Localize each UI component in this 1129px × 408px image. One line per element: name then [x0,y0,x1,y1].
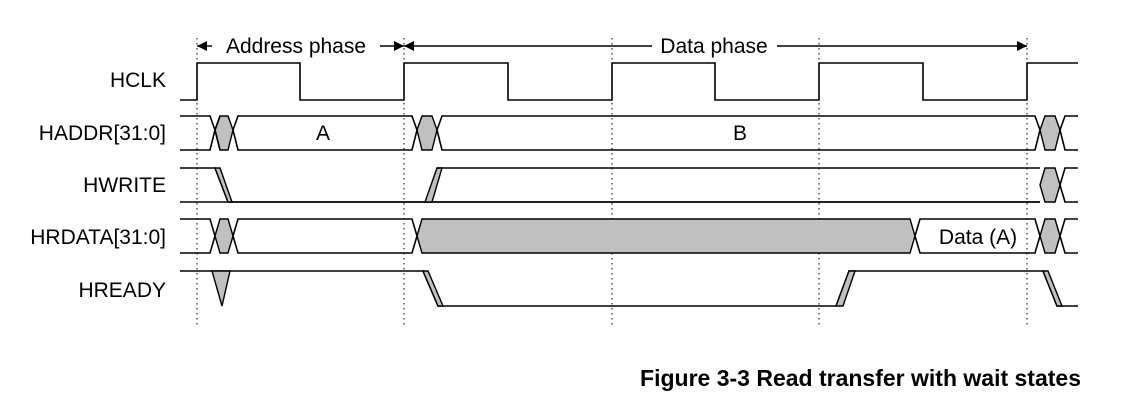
hrdata-wait-region [416,218,916,254]
hwrite-waveform [180,167,1078,203]
signal-label-haddr: HADDR[31:0] [39,122,166,145]
signal-label-hready: HREADY [78,279,166,302]
data-phase-label-backing [657,35,771,58]
hrdata-waveform [180,218,1078,254]
signal-label-hwrite: HWRITE [83,174,166,197]
haddr-waveform [180,115,1078,151]
address-phase-label-backing [222,35,370,58]
address-phase-arrow [197,41,404,51]
signal-label-hrdata: HRDATA[31:0] [30,226,166,249]
data-phase-arrow [404,41,1027,51]
hready-waveform [180,270,1078,307]
signal-label-hclk: HCLK [110,69,166,92]
address-phase-label: Address phase [226,35,366,58]
hclk-waveform [180,62,1078,101]
figure-caption: Figure 3-3 Read transfer with wait state… [640,365,1081,391]
hrdata-value-data-a: Data (A) [939,226,1017,249]
haddr-value-b: B [733,122,747,145]
data-phase-label: Data phase [660,35,767,58]
haddr-value-a: A [316,122,330,145]
